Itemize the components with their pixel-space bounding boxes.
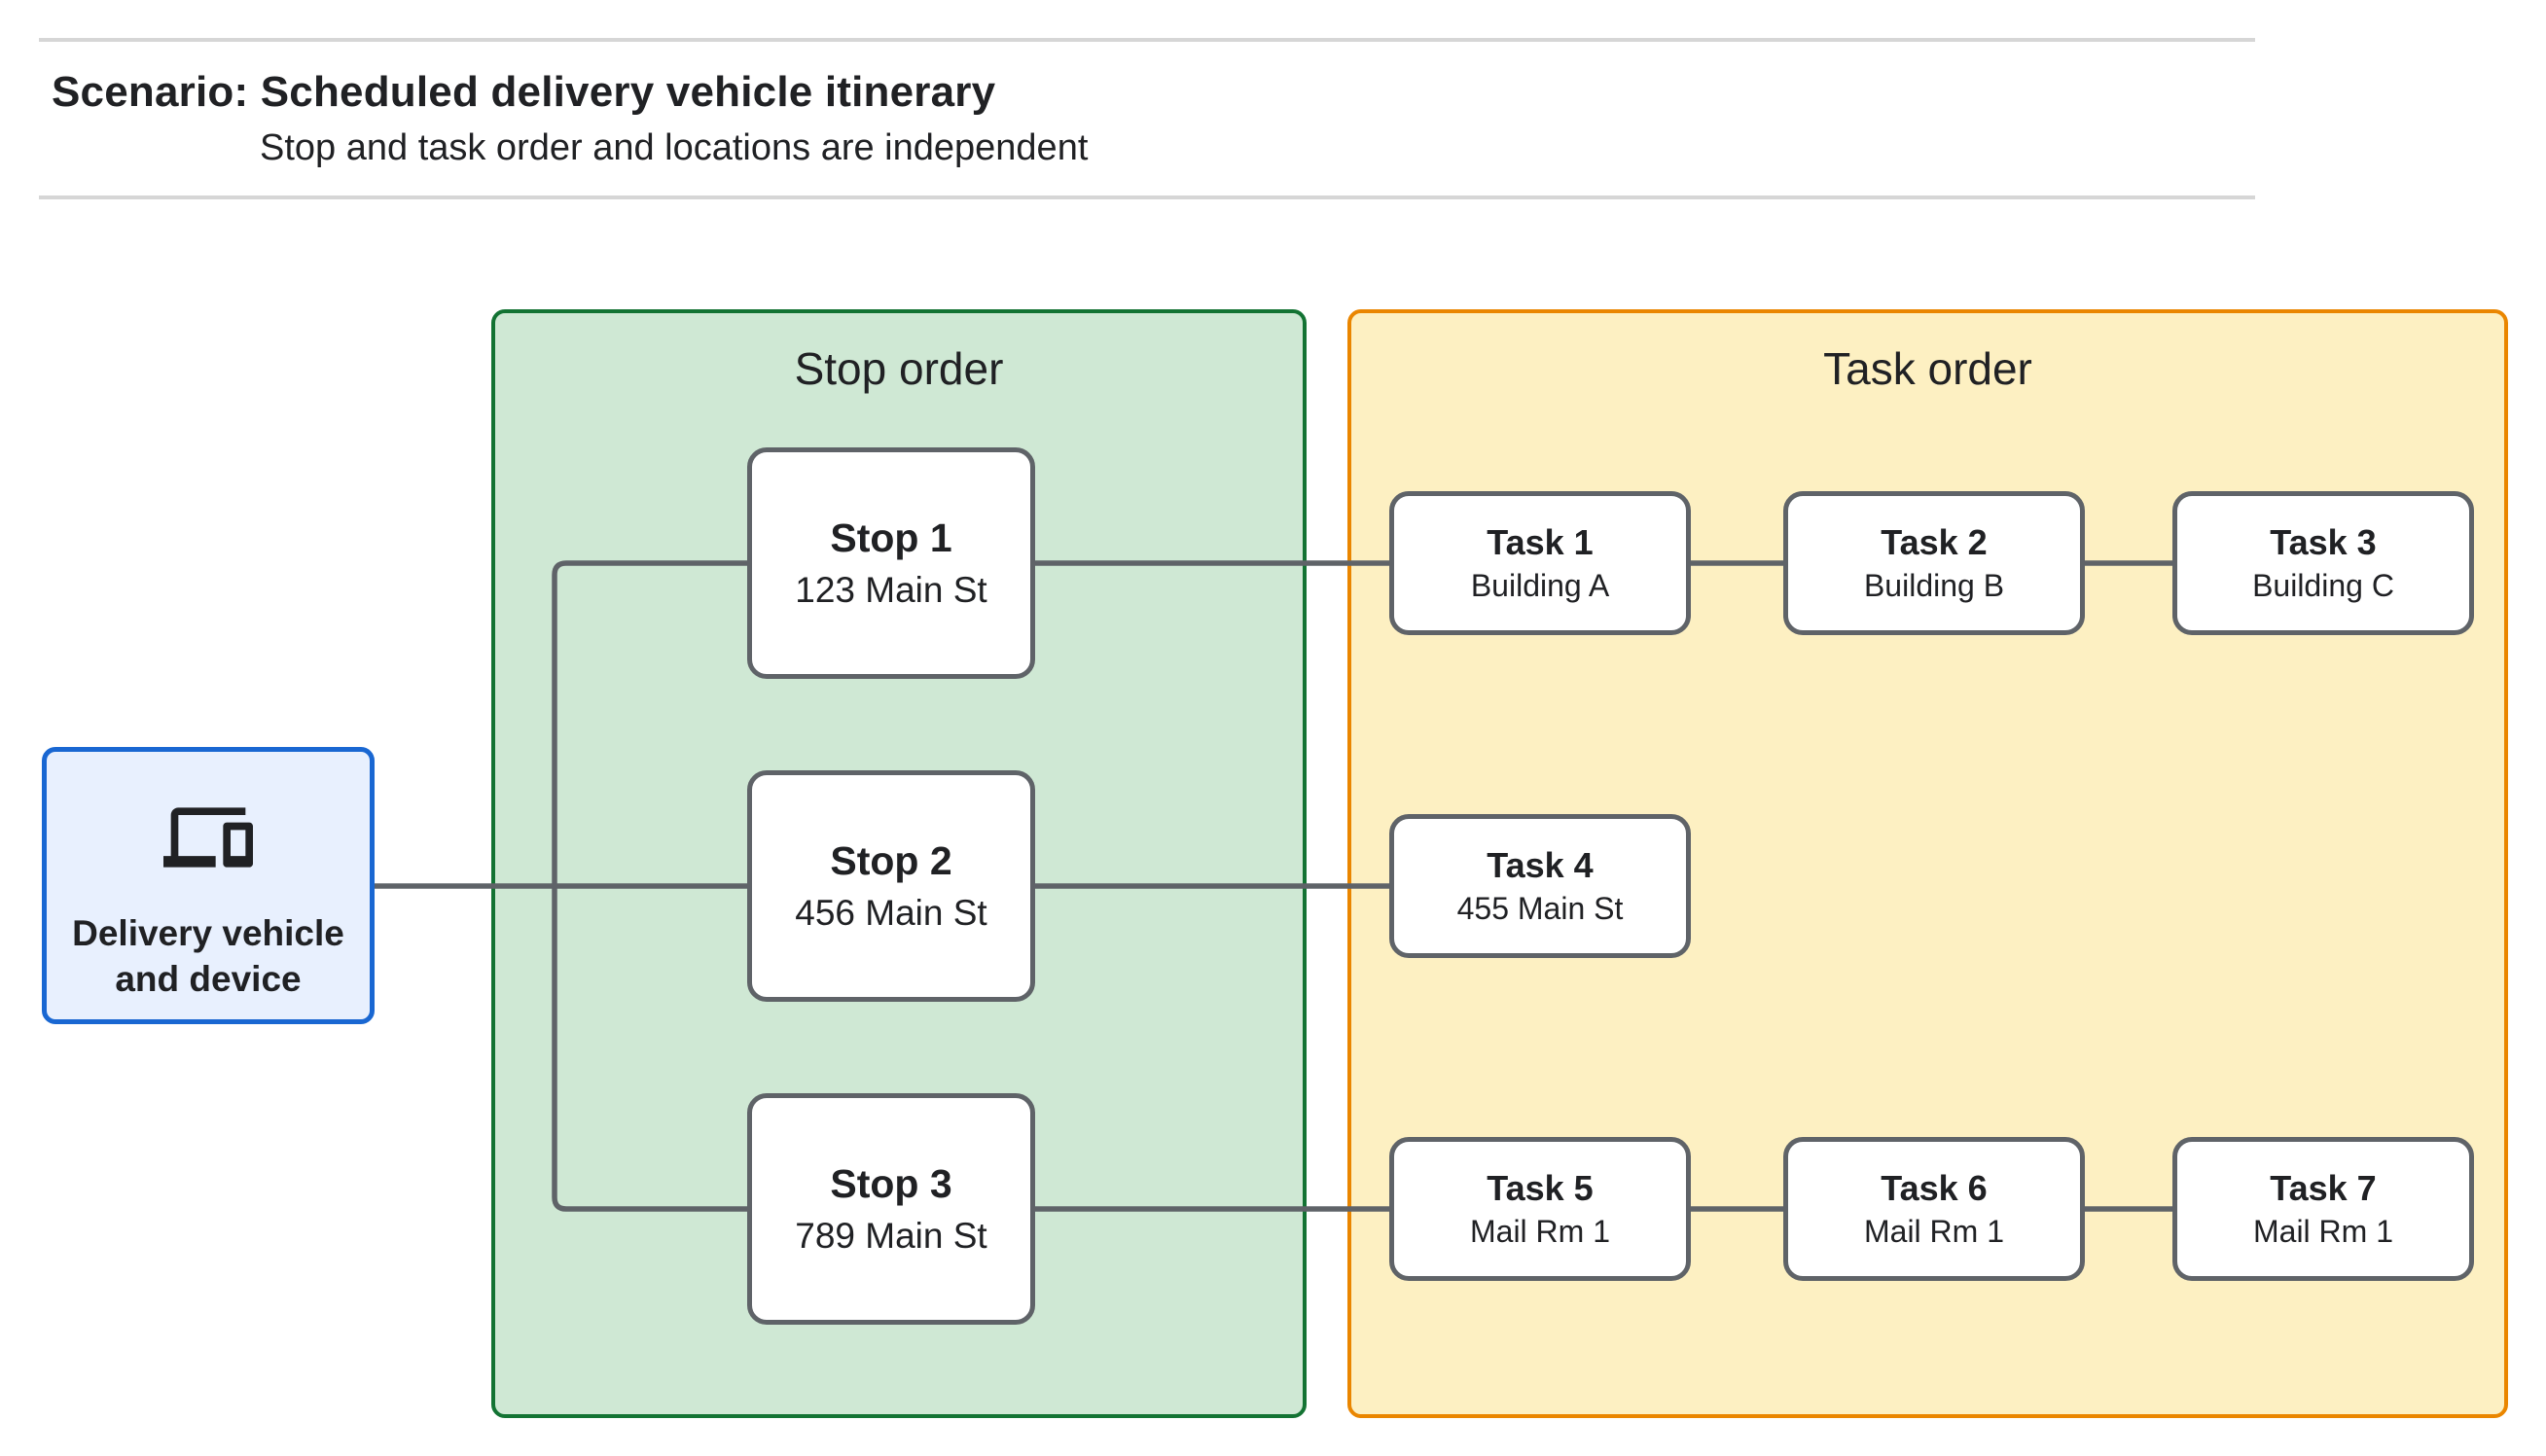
stop-address: 789 Main St	[795, 1215, 987, 1256]
stop-label: Stop 1	[830, 515, 952, 561]
bottom-divider	[39, 195, 2255, 199]
task-location: Building B	[1863, 568, 2005, 604]
task-label: Task 6	[1881, 1167, 1988, 1208]
task-node-1: Task 1 Building A	[1389, 491, 1691, 635]
vehicle-label: Delivery vehicle and device	[72, 913, 344, 999]
task-label: Task 7	[2270, 1167, 2377, 1208]
page-subtitle: Stop and task order and locations are in…	[260, 127, 1089, 168]
task-label: Task 1	[1487, 521, 1594, 562]
task-node-2: Task 2 Building B	[1783, 491, 2085, 635]
page-title: Scenario: Scheduled delivery vehicle iti…	[52, 68, 996, 116]
stop-node-1: Stop 1 123 Main St	[747, 447, 1035, 679]
task-label: Task 5	[1487, 1167, 1594, 1208]
task-location: Building C	[2252, 568, 2394, 604]
task-node-5: Task 5 Mail Rm 1	[1389, 1137, 1691, 1281]
task-location: Building A	[1470, 568, 1610, 604]
task-label: Task 4	[1487, 844, 1594, 885]
task-node-4: Task 4 455 Main St	[1389, 814, 1691, 958]
stop-address: 123 Main St	[795, 569, 987, 610]
task-location: Mail Rm 1	[1863, 1214, 2004, 1250]
task-node-7: Task 7 Mail Rm 1	[2172, 1137, 2474, 1281]
task-location: Mail Rm 1	[2252, 1214, 2393, 1250]
task-node-6: Task 6 Mail Rm 1	[1783, 1137, 2085, 1281]
stop-label: Stop 3	[830, 1161, 952, 1207]
stop-address: 456 Main St	[795, 892, 987, 933]
devices-icon	[163, 807, 253, 868]
task-label: Task 3	[2270, 521, 2377, 562]
stop-label: Stop 2	[830, 838, 952, 884]
task-location: Mail Rm 1	[1469, 1214, 1610, 1250]
task-node-3: Task 3 Building C	[2172, 491, 2474, 635]
stop-node-3: Stop 3 789 Main St	[747, 1093, 1035, 1325]
task-label: Task 2	[1881, 521, 1988, 562]
task-location: 455 Main St	[1456, 891, 1624, 927]
top-divider	[39, 38, 2255, 42]
vehicle-node: Delivery vehicle and device	[42, 747, 375, 1024]
task-panel-title: Task order	[1823, 343, 2032, 394]
stop-panel-title: Stop order	[794, 343, 1004, 394]
stop-node-2: Stop 2 456 Main St	[747, 770, 1035, 1002]
